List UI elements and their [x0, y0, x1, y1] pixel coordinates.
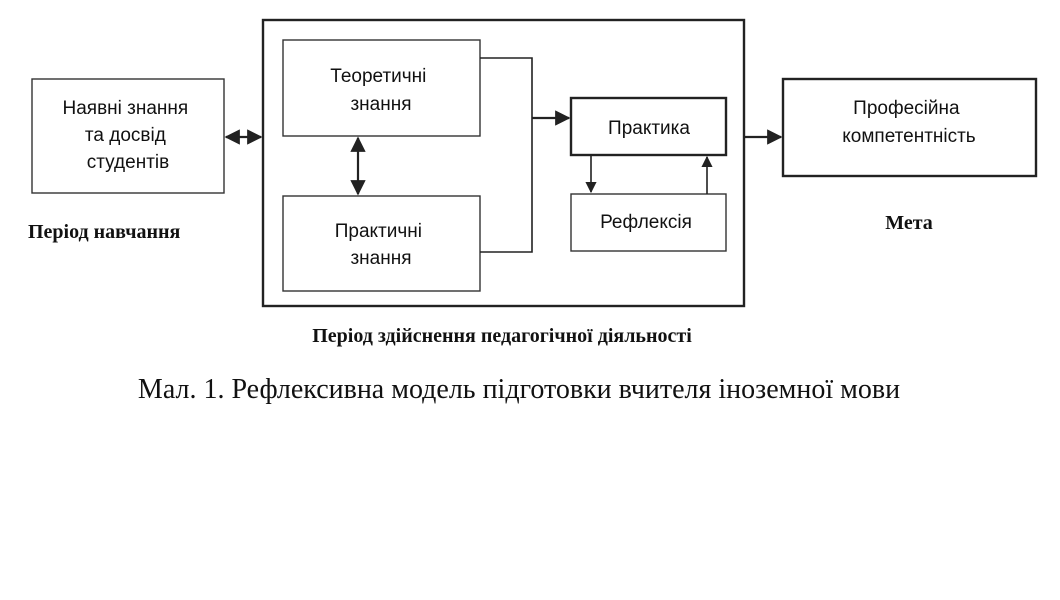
knowledge-bus-line — [480, 57, 533, 253]
theoretical-knowledge-box — [282, 39, 481, 137]
reflection-text: Рефлексія — [600, 212, 692, 233]
figure-caption: Мал. 1. Рефлексивна модель підготовки вч… — [138, 374, 900, 405]
pedagogical-period-label: Період здійснення педагогічної діяльност… — [312, 325, 692, 347]
practice-box — [569, 96, 728, 157]
theoretical-knowledge-text: Теоретичні знання — [330, 66, 431, 115]
professional-competence-box — [781, 77, 1038, 178]
study-period-label: Період навчання — [28, 221, 181, 243]
practical-knowledge-box — [282, 195, 481, 292]
goal-label: Мета — [885, 212, 933, 234]
professional-competence-text: Професійна компетентність — [842, 98, 976, 147]
practical-knowledge-text: Практичні знання — [335, 221, 428, 269]
practice-text: Практика — [608, 118, 690, 139]
reflection-box — [570, 193, 727, 252]
existing-knowledge-text: Наявні знання та досвід студентів — [63, 98, 194, 173]
existing-knowledge-box — [31, 78, 225, 194]
